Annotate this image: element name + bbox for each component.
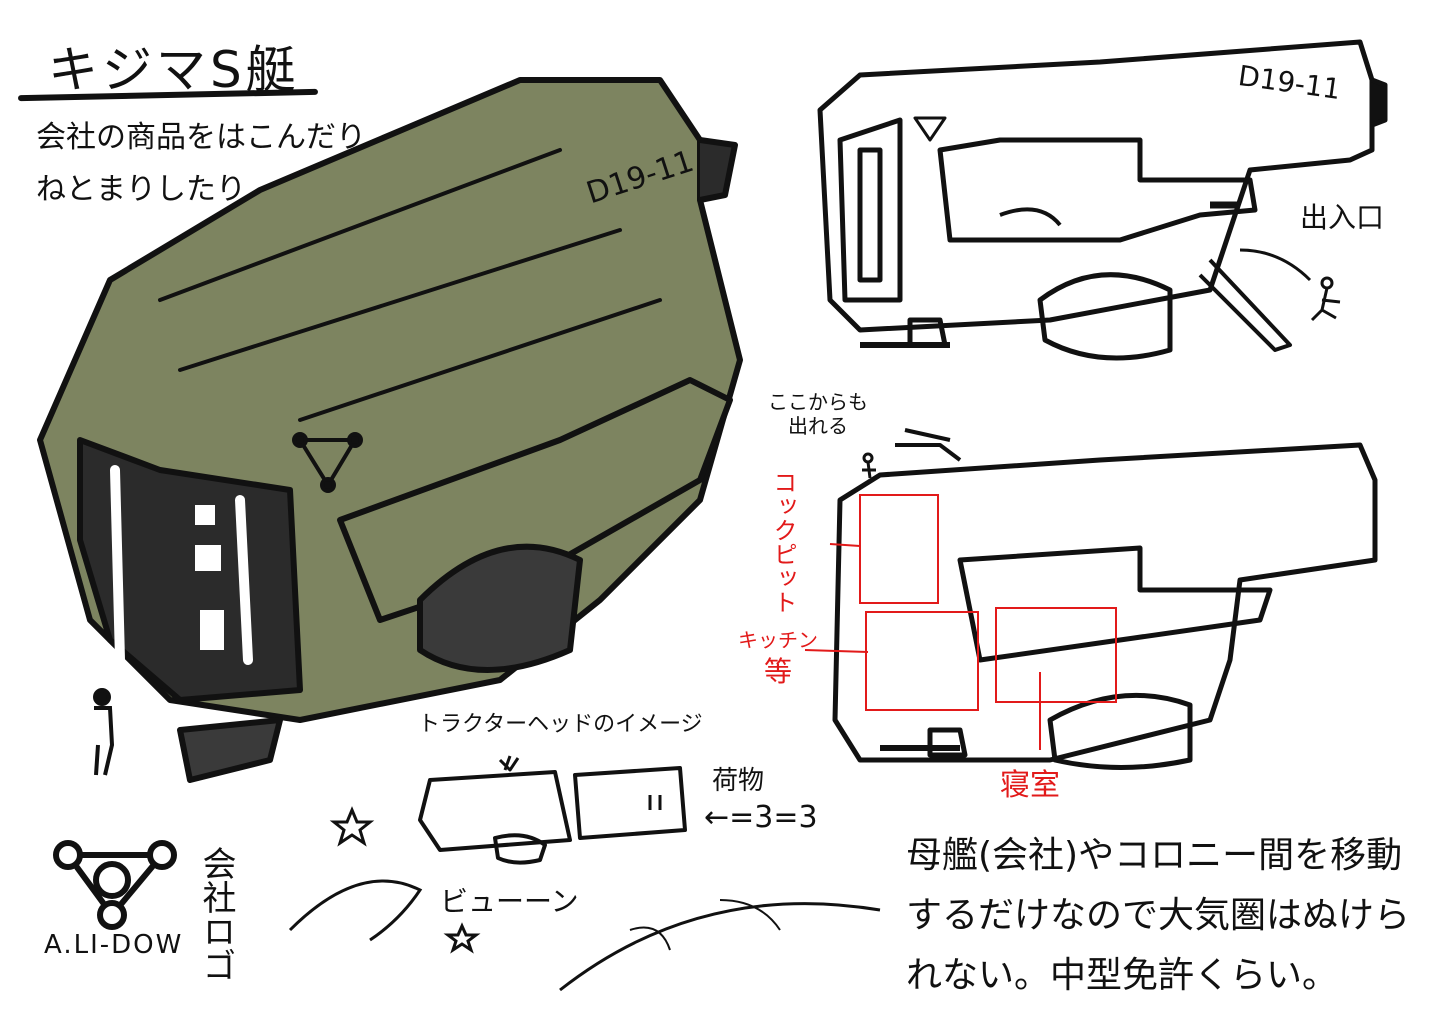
planet-ring: [288, 879, 423, 942]
kitchen-line-2: 等: [763, 655, 792, 688]
star-icon: [329, 806, 375, 847]
planet-horizon: [559, 902, 881, 992]
cockpit-area: [859, 494, 939, 604]
star-icon: [443, 922, 481, 954]
room-overlays: [804, 494, 1117, 750]
description-line-1: 会社の商品をはこんだり: [36, 120, 366, 155]
bedroom-area: [995, 607, 1117, 703]
tractor-head-illustration: [418, 755, 687, 865]
ship-side-engine: [337, 377, 733, 623]
also-exit-label: ここからも 出れる: [768, 390, 868, 438]
cockpit-label: コックピット: [769, 470, 797, 614]
tractor-head-label: トラクターヘッドのイメージ: [418, 712, 703, 737]
beam-sound-label: ビューーン: [440, 885, 579, 918]
logo-caption: 会社ロゴ: [196, 846, 236, 982]
cargo-label: 荷物: [712, 766, 765, 796]
ship-logo-mark: [292, 432, 363, 493]
company-logo-symbol: [53, 840, 177, 930]
ship-wheel: [417, 543, 583, 673]
description-line-2: ねとまりしたり: [36, 172, 246, 207]
logo-wordmark: A.LI-DOW: [44, 930, 184, 960]
kitchen-line-1: キッチン: [738, 628, 818, 652]
kitchen-label: キッチン 等: [738, 624, 818, 688]
also-exit-line-2: 出れる: [788, 414, 848, 438]
ship-main-illustration: [37, 77, 743, 783]
space-doodles: [288, 806, 881, 992]
kitchen-area: [865, 611, 979, 711]
ship-side-view-bottom: [832, 428, 1378, 770]
person-silhouette: [93, 688, 115, 776]
ship-side-view-top: [817, 39, 1388, 361]
cargo-arrow: ←=3=3: [704, 800, 818, 835]
ship-note: 母艦(会社)やコロニー間を移動するだけなので大気圏はぬけられない。中型免許くらい…: [906, 835, 1411, 996]
exit-label: 出入口: [1300, 201, 1385, 234]
bedroom-label: 寝室: [1000, 768, 1060, 803]
also-exit-line-1: ここからも: [768, 390, 868, 414]
